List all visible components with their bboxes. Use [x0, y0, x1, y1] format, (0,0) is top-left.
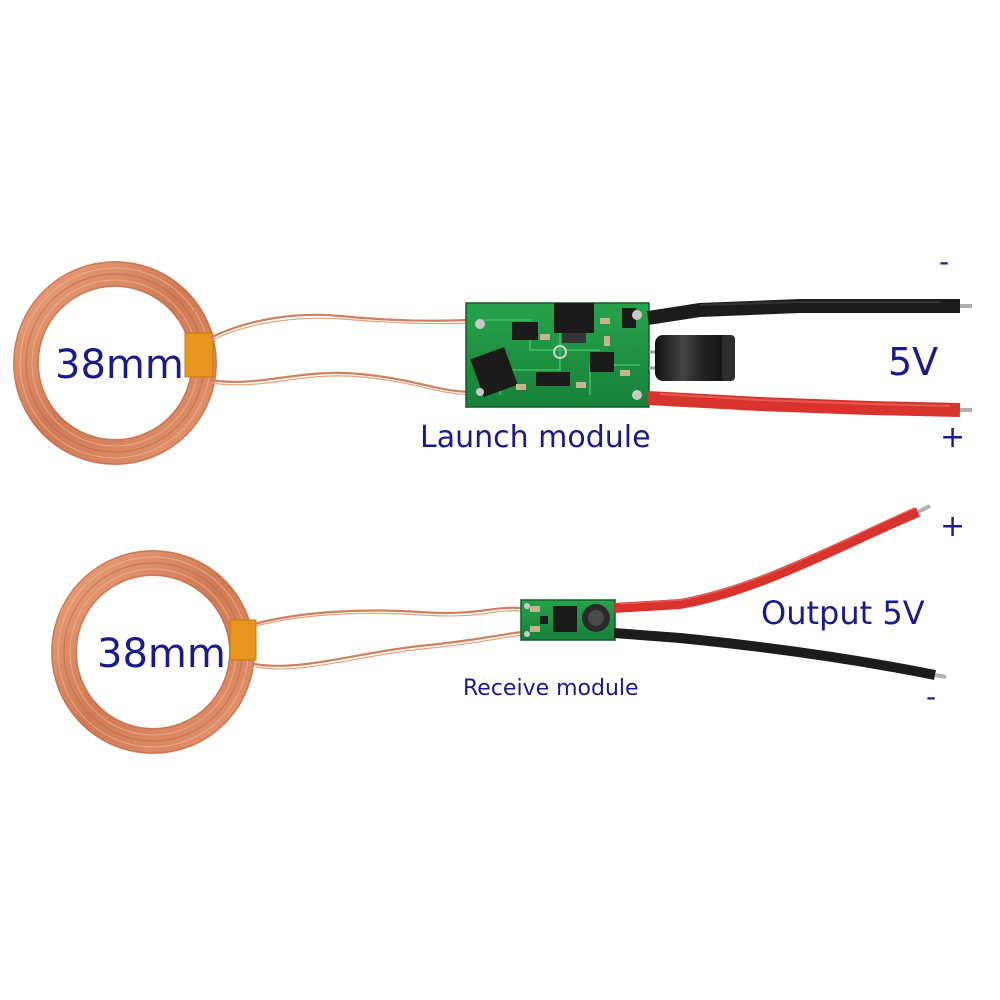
bottom-output-wires: [613, 504, 947, 680]
top-power-wires: [646, 299, 972, 417]
electrolytic-capacitor: [649, 335, 735, 381]
bottom-positive-terminal-label: +: [940, 509, 966, 544]
top-negative-terminal-label: -: [939, 245, 950, 278]
receive-module-label: Receive module: [463, 676, 639, 701]
bottom-negative-terminal-label: -: [926, 680, 937, 713]
top-positive-terminal-label: +: [940, 420, 966, 455]
bottom-coil: [51, 550, 257, 754]
top-coil: [13, 261, 217, 465]
receive-pcb: [520, 599, 616, 641]
bottom-coil-diameter-label: 38mm: [97, 631, 226, 677]
top-coil-diameter-label: 38mm: [55, 342, 184, 388]
output-voltage-label: Output 5V: [761, 594, 925, 632]
input-voltage-label: 5V: [888, 340, 939, 384]
top-coil-leads: [209, 313, 471, 396]
launch-pcb: [465, 302, 650, 408]
launch-module-label: Launch module: [420, 420, 651, 455]
bottom-coil-leads: [253, 606, 523, 670]
